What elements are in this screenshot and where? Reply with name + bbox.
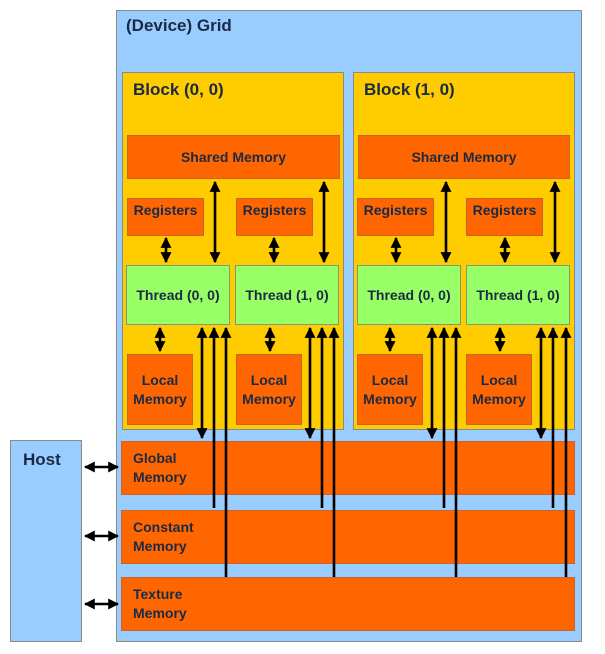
host-label: Host [23,450,61,469]
block-1-title: Block (1, 0) [364,80,455,99]
constant-memory-label-line1: Constant [133,519,194,535]
constant-memory: Constant Memory [121,510,575,564]
local-memory-label-line2: Memory [242,390,296,407]
block-0-thread-1-registers: Registers [236,198,313,236]
texture-memory: Texture Memory [121,577,575,631]
texture-memory-label-line2: Memory [133,605,187,621]
block-0-thread-0: Thread (0, 0) [126,265,230,325]
block-1-shared-memory: Shared Memory [358,135,570,179]
local-memory-label-line2: Memory [472,390,526,407]
local-memory-label-line1: Local [141,371,179,388]
block-1-thread-1-local-memory: Local Memory [466,354,532,425]
local-memory-label-line2: Memory [363,390,417,407]
block-1-thread-1: Thread (1, 0) [466,265,570,325]
block-1-thread-0-registers: Registers [357,198,434,236]
texture-memory-label-line1: Texture [133,586,183,602]
block-0-title: Block (0, 0) [133,80,224,99]
host-box [10,440,82,642]
block-1-thread-1-registers: Registers [466,198,543,236]
constant-memory-label-line2: Memory [133,538,187,554]
local-memory-label-line1: Local [250,371,288,388]
block-1-thread-0-local-memory: Local Memory [357,354,423,425]
local-memory-label-line1: Local [480,371,518,388]
block-1-thread-0: Thread (0, 0) [357,265,461,325]
block-0-shared-memory: Shared Memory [127,135,340,179]
block-0-thread-0-local-memory: Local Memory [127,354,193,425]
block-0-thread-1-local-memory: Local Memory [236,354,302,425]
block-0-thread-0-registers: Registers [127,198,204,236]
global-memory-label-line1: Global [133,450,177,466]
global-memory-label-line2: Memory [133,469,187,485]
local-memory-label-line1: Local [371,371,409,388]
grid-title: (Device) Grid [126,16,232,35]
global-memory: Global Memory [121,441,575,495]
local-memory-label-line2: Memory [133,390,187,407]
block-0-thread-1: Thread (1, 0) [235,265,339,325]
